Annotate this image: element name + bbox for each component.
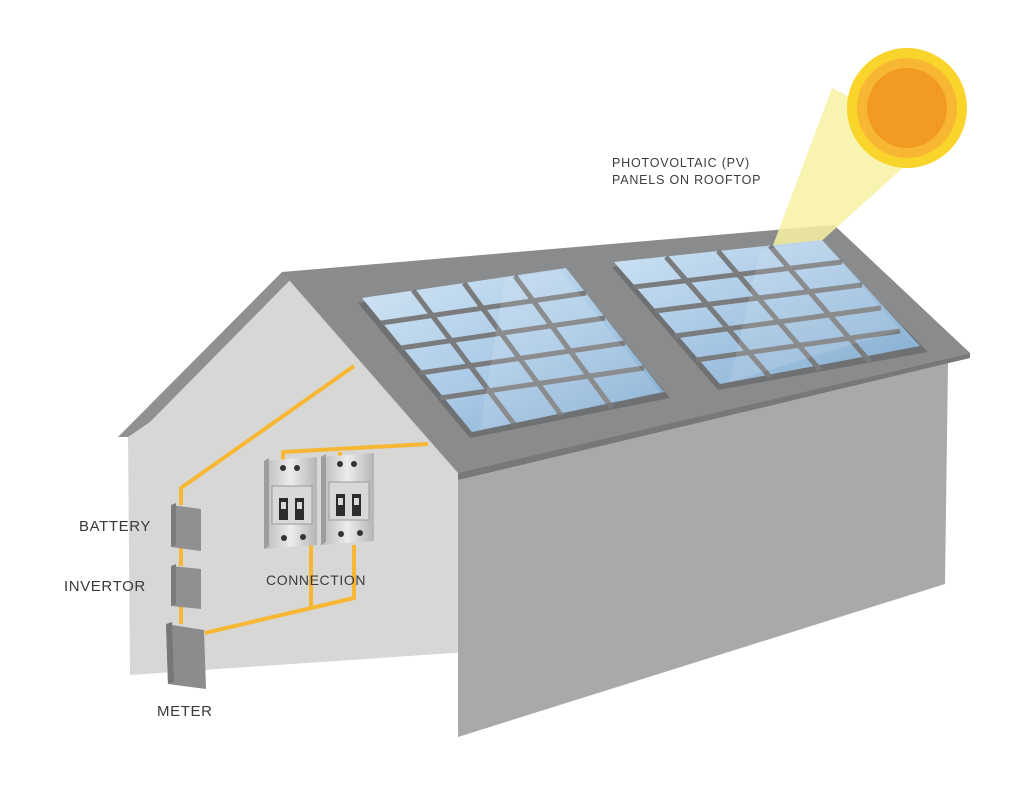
meter-label: METER — [157, 703, 213, 720]
invertor-box-icon — [171, 564, 201, 609]
roof-edge — [458, 353, 970, 480]
battery-label: BATTERY — [79, 518, 151, 535]
connection-label: CONNECTION — [266, 572, 367, 588]
circuit-breaker-icon — [264, 453, 374, 549]
battery-box-icon — [171, 503, 201, 551]
pv-panel-array-right — [612, 240, 928, 390]
pv-panels-label: PHOTOVOLTAIC (PV) PANELS ON ROOFTOP — [612, 155, 761, 189]
roof-gable-edge — [118, 272, 298, 437]
pv-label-line1: PHOTOVOLTAIC (PV) — [612, 156, 750, 170]
meter-box-icon — [166, 622, 206, 689]
invertor-label: INVERTOR — [64, 578, 146, 595]
pv-panel-array-left — [358, 268, 670, 438]
house-side-wall — [458, 363, 948, 737]
pv-label-line2: PANELS ON ROOFTOP — [612, 173, 762, 187]
sun-icon — [847, 48, 967, 168]
